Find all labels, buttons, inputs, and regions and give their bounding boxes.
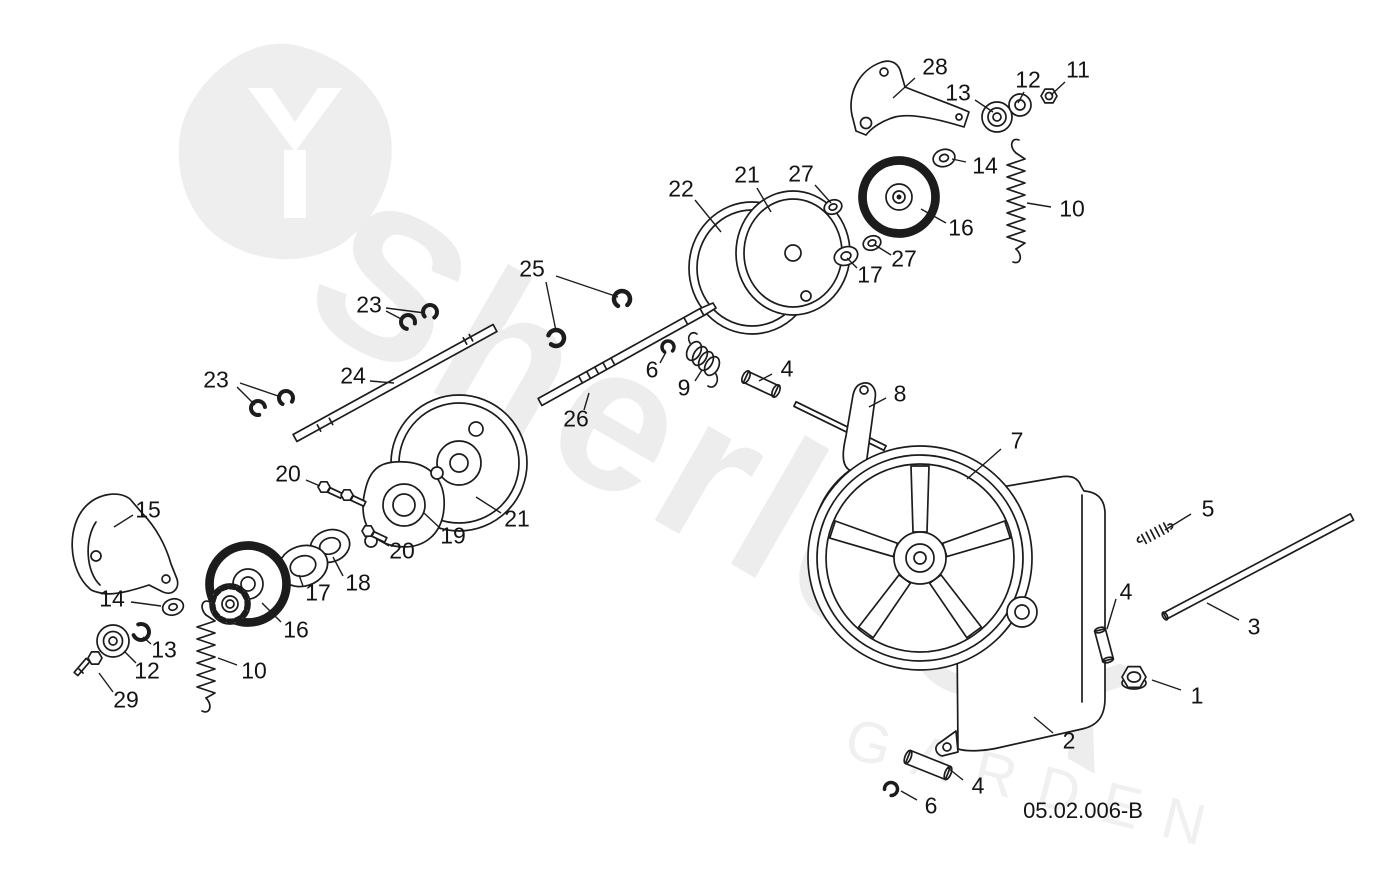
part-spacer-4-right — [1093, 626, 1115, 664]
part-nut-1 — [1121, 665, 1147, 690]
part-spring-5 — [1136, 522, 1174, 545]
part-frame-hole — [1006, 596, 1038, 628]
part-bracket-28 — [850, 60, 970, 136]
part-bolt-20-a — [317, 480, 344, 500]
part-bolt-29 — [73, 651, 103, 677]
part-race-17-left — [277, 544, 329, 588]
part-washer-14-left — [161, 597, 185, 617]
part-bearing-13-upper — [981, 101, 1013, 133]
part-eclip-23-d — [277, 389, 295, 407]
part-eclip-23-c — [249, 399, 267, 417]
part-eclip-23-a — [399, 313, 417, 331]
part-spring-10-left — [196, 600, 216, 713]
part-washer-17-upper — [833, 245, 859, 267]
part-bearing-12-upper — [1008, 93, 1032, 117]
part-bracket-15 — [71, 493, 179, 595]
part-eclip-6-bottom — [882, 780, 900, 798]
part-eclip-23-b — [421, 303, 439, 321]
part-spring-10-right — [1006, 138, 1026, 264]
part-eclip-25-a — [611, 288, 633, 310]
part-shaft-24 — [292, 323, 498, 443]
part-eclip-25-b — [545, 327, 567, 349]
part-bearing-12-left — [96, 624, 130, 658]
part-washer-27-a — [823, 198, 843, 216]
part-washer-14-upper — [932, 148, 956, 168]
part-spring-9 — [685, 331, 721, 388]
part-wheel-pulley-7 — [807, 445, 1033, 671]
part-eclip-13-left — [131, 622, 151, 642]
part-shaft-26 — [537, 302, 717, 407]
part-shaft-3 — [1161, 513, 1355, 621]
diagram-code: 05.02.006-B — [1023, 798, 1143, 823]
part-clutch-gear-16-upper — [858, 156, 940, 238]
part-spacer-4-bottom — [903, 749, 953, 781]
callout-leader-lines — [98, 77, 1240, 801]
part-bolt-20-b — [340, 488, 367, 508]
part-pin-6-middle — [660, 339, 676, 355]
part-clutch-gear-16-left — [205, 541, 291, 627]
watermark-logo-icon — [178, 43, 392, 260]
part-spacer-4-upper — [740, 369, 782, 399]
part-washer-27-b — [862, 234, 882, 252]
